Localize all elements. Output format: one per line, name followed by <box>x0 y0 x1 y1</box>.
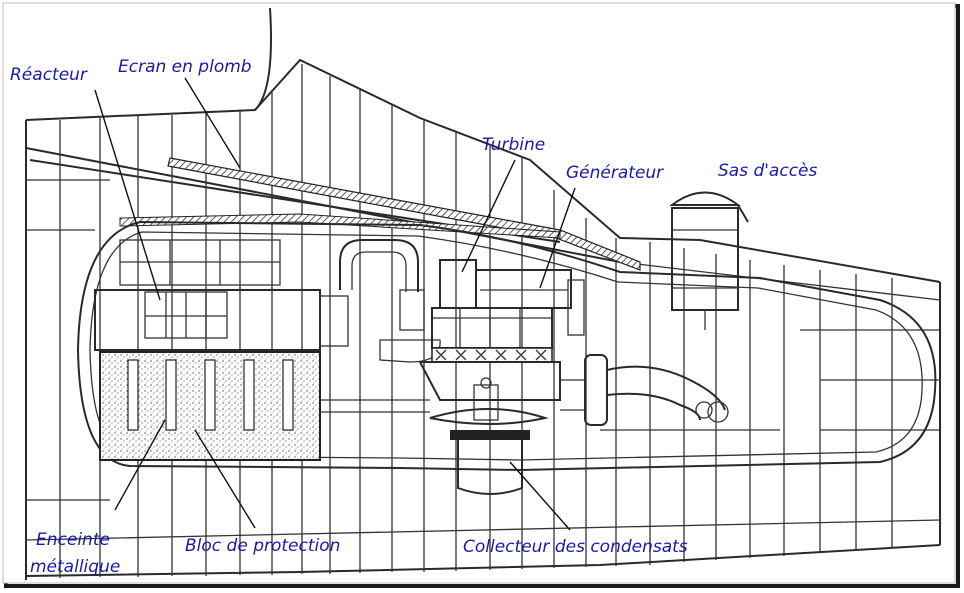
metal-enclosure-shape <box>76 220 937 472</box>
label-generator: Générateur <box>566 163 664 183</box>
label-lead-screen: Ecran en plomb <box>118 57 252 77</box>
label-protection-block: Bloc de protection <box>185 536 340 556</box>
label-metal-enclosure-line2: métallique <box>30 557 120 577</box>
condensate-collector-shape <box>429 377 549 495</box>
label-access-lock: Sas d'accès <box>718 161 818 181</box>
label-turbine: Turbine <box>482 135 545 155</box>
label-metal-enclosure-line1: Enceinte <box>36 530 110 550</box>
label-condensate-collector: Collecteur des condensats <box>463 537 688 557</box>
generator-shape <box>475 269 585 336</box>
steam-pipe <box>339 239 419 292</box>
metal-enclosure-inner <box>89 231 923 461</box>
condenser-piping <box>560 354 780 431</box>
protection-block-shape <box>99 351 430 461</box>
access-lock-shape <box>669 191 749 330</box>
reactor-shape <box>94 239 349 351</box>
diagram-labels: Réacteur Ecran en plomb Turbine Générate… <box>10 57 818 577</box>
leader-lines <box>94 77 576 531</box>
hull-outline <box>25 7 941 580</box>
label-reactor: Réacteur <box>10 65 88 85</box>
gearbox-band <box>418 347 561 401</box>
lead-screen-top <box>119 213 561 239</box>
